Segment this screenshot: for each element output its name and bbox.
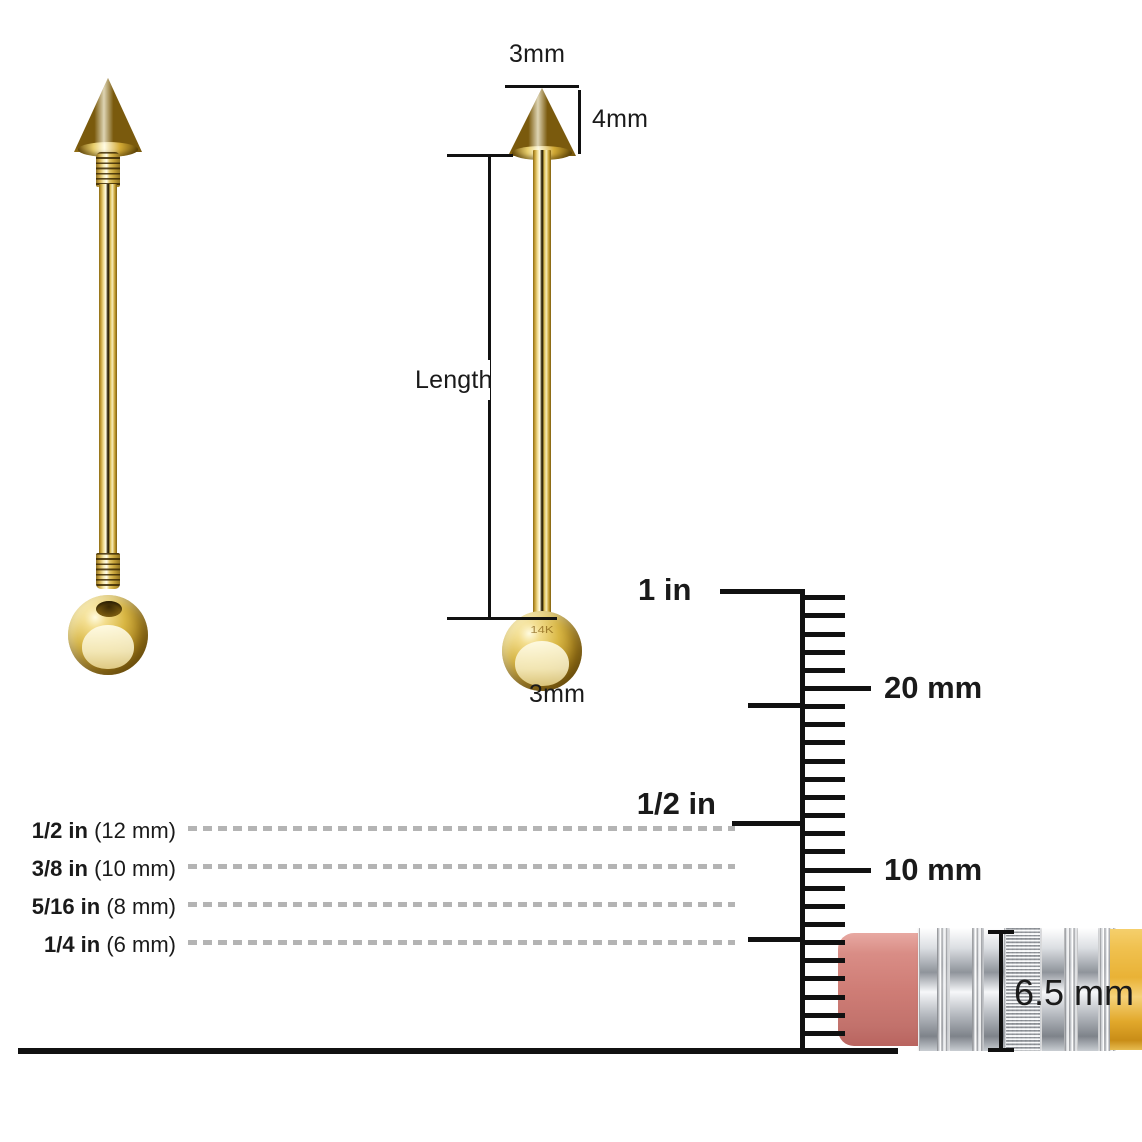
guide-label-3: 1/4 in (6 mm): [0, 932, 176, 958]
guide-label-1: 3/8 in (10 mm): [0, 856, 176, 882]
ruler-tick-mm: [803, 976, 845, 982]
ruler-tick-mm: [803, 613, 845, 619]
ball-end-icon: [68, 595, 148, 675]
tick-3-4in: [748, 703, 805, 708]
guide-inch-0: 1/2 in: [31, 818, 88, 843]
pencil-dim-cap-bottom: [988, 1048, 1014, 1052]
ferrule-crimp: [1006, 928, 1040, 1051]
pencil-dim-line: [999, 930, 1003, 1052]
exploded-barbell-group: [0, 0, 220, 700]
ruler-tick-mm: [803, 1012, 845, 1018]
cone-width-dimline: [505, 85, 579, 88]
ruler-tick-mm: [803, 921, 845, 927]
pencil-ferrule: [918, 928, 1116, 1051]
tick-1in: [720, 589, 805, 594]
cone-width-label: 3mm: [509, 40, 566, 68]
guide-label-2: 5/16 in (8 mm): [0, 894, 176, 920]
ruler-tick-mm: [803, 849, 845, 855]
assembled-ball-icon: 14K: [502, 611, 582, 691]
assembled-shaft: [533, 150, 551, 620]
guide-dash-3: [188, 940, 735, 945]
ruler-tick-mm: [803, 794, 845, 800]
guide-mm-0: (12 mm): [94, 818, 176, 843]
cone-height-dimline: [578, 90, 581, 154]
length-label-backdrop: [412, 360, 490, 400]
ferrule-band-2: [950, 928, 972, 1051]
guide-dash-2: [188, 902, 735, 907]
guide-inch-2: 5/16 in: [31, 894, 101, 919]
guide-inch-3: 1/4 in: [43, 932, 101, 957]
length-label: Length: [415, 366, 493, 394]
ruler-tick-mm: [803, 1030, 845, 1036]
guide-mm-2: (8 mm): [106, 894, 176, 919]
ruler-tick-mm: [803, 740, 845, 746]
pencil-diameter-dim: 6.5 mm: [980, 920, 1142, 1060]
guide-mm-3: (6 mm): [106, 932, 176, 957]
guide-inch-1: 3/8 in: [31, 856, 88, 881]
pencil-eraser: [838, 933, 922, 1046]
ruler-tick-mm: [803, 940, 845, 946]
reference-pencil: [838, 928, 1142, 1051]
tick-half-in: [732, 821, 805, 826]
leader-20mm: [803, 686, 871, 691]
ruler-baseline: [18, 1048, 898, 1054]
ruler-tick-mm: [803, 704, 845, 710]
ruler-tick-mm: [803, 903, 845, 909]
ruler-tick-mm: [803, 722, 845, 728]
label-half-in: 1/2 in: [636, 786, 716, 821]
ruler-tick-mm: [803, 994, 845, 1000]
ruler-tick-mm: [803, 758, 845, 764]
assembled-barbell-group: 3mm 4mm 14K 3mm Length: [412, 0, 700, 720]
ruler-tick-mm: [803, 831, 845, 837]
barbell-shaft: [99, 184, 117, 558]
pencil-wood-body: [1110, 929, 1142, 1050]
ruler-tick-mm: [803, 649, 845, 655]
ball-diameter-label: 3mm: [529, 680, 586, 708]
guide-dash-0: [188, 826, 735, 831]
length-guides-group: 1/2 in (12 mm) 3/8 in (10 mm) 5/16 in (8…: [0, 805, 760, 958]
material-stamp: 14K: [530, 623, 554, 636]
length-dimline-top-cap: [447, 154, 513, 157]
ferrule-band-4: [1042, 928, 1064, 1051]
guide-label-0: 1/2 in (12 mm): [0, 818, 176, 844]
label-20mm: 20 mm: [884, 670, 983, 705]
shaft-thread-top: [96, 152, 120, 187]
length-dimline-bottom-cap: [447, 617, 557, 620]
ruler-tick-mm: [803, 667, 845, 673]
ruler-tick-mm: [803, 813, 845, 819]
pencil-diameter-label: 6.5 mm: [1014, 972, 1135, 1013]
guide-mm-1: (10 mm): [94, 856, 176, 881]
cone-height-label: 4mm: [592, 105, 649, 133]
leader-10mm: [803, 868, 871, 873]
ruler-tick-mm: [803, 631, 845, 637]
label-10mm: 10 mm: [884, 852, 983, 887]
label-1in: 1 in: [638, 572, 692, 607]
ruler-tick-mm: [803, 885, 845, 891]
ruler-tick-mm: [803, 958, 845, 964]
shaft-thread-bottom: [96, 553, 120, 589]
tick-quarter-in: [748, 937, 805, 942]
ferrule-band-1: [920, 928, 937, 1051]
ruler-tick-mm: [803, 595, 845, 601]
ruler-tick-mm: [803, 776, 845, 782]
ferrule-band-5: [1078, 928, 1098, 1051]
cone-spike-icon: [74, 78, 142, 157]
guide-dash-1: [188, 864, 735, 869]
